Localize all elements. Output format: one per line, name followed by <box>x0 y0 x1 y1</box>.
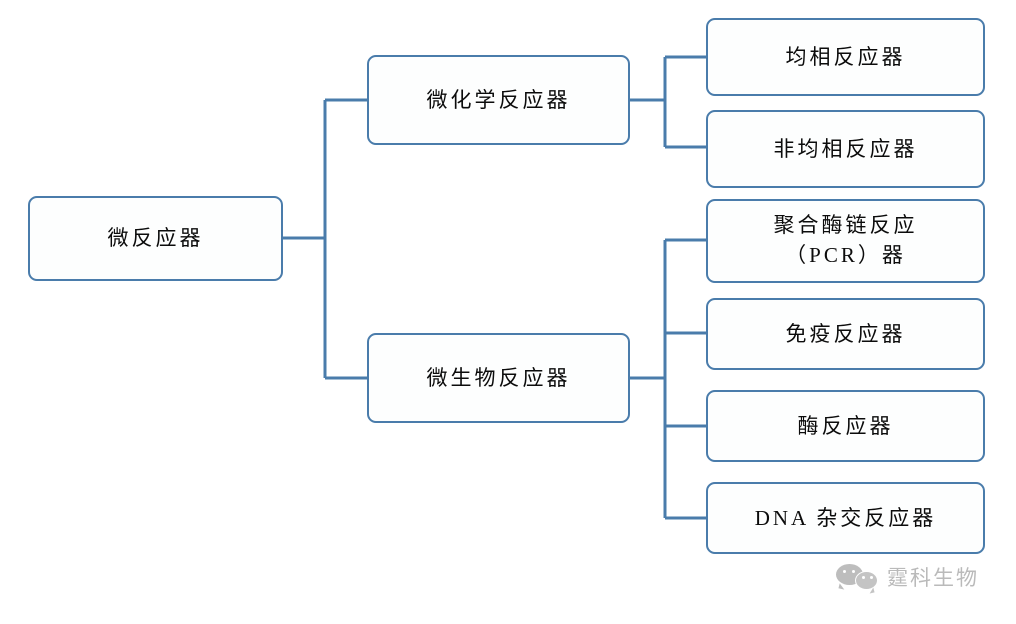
node-leaf-immunoassay-reactor-label: 免疫反应器 <box>785 321 906 346</box>
node-leaf-homogeneous-reactor-label: 均相反应器 <box>785 44 906 69</box>
node-leaf-homogeneous-reactor[interactable]: 均相反应器 <box>706 18 985 96</box>
watermark-text: 霆科生物 <box>887 567 979 590</box>
node-leaf-pcr-reactor[interactable]: 聚合酶链反应 （PCR）器 <box>706 199 985 283</box>
node-branch-microchemical-label: 微化学反应器 <box>426 87 571 112</box>
node-leaf-immunoassay-reactor[interactable]: 免疫反应器 <box>706 298 985 370</box>
node-leaf-pcr-reactor-line2: （PCR）器 <box>785 243 906 267</box>
wechat-logo-icon <box>836 562 878 592</box>
watermark: 霆科生物 <box>836 562 979 592</box>
node-root[interactable]: 微反应器 <box>28 196 283 281</box>
node-leaf-dna-hybridization-reactor-label: DNA 杂交反应器 <box>754 505 937 530</box>
node-root-label: 微反应器 <box>107 226 204 251</box>
node-leaf-enzyme-reactor[interactable]: 酶反应器 <box>706 390 985 462</box>
node-leaf-heterogeneous-reactor-label: 非均相反应器 <box>773 136 918 161</box>
node-leaf-enzyme-reactor-label: 酶反应器 <box>797 413 894 438</box>
node-leaf-pcr-reactor-line1: 聚合酶链反应 <box>773 213 918 238</box>
node-branch-microbiological-label: 微生物反应器 <box>426 365 571 390</box>
node-branch-microchemical[interactable]: 微化学反应器 <box>367 55 630 145</box>
node-leaf-heterogeneous-reactor[interactable]: 非均相反应器 <box>706 110 985 188</box>
node-leaf-dna-hybridization-reactor[interactable]: DNA 杂交反应器 <box>706 482 985 554</box>
node-leaf-pcr-reactor-label: 聚合酶链反应 （PCR）器 <box>708 211 983 271</box>
node-branch-microbiological[interactable]: 微生物反应器 <box>367 333 630 423</box>
